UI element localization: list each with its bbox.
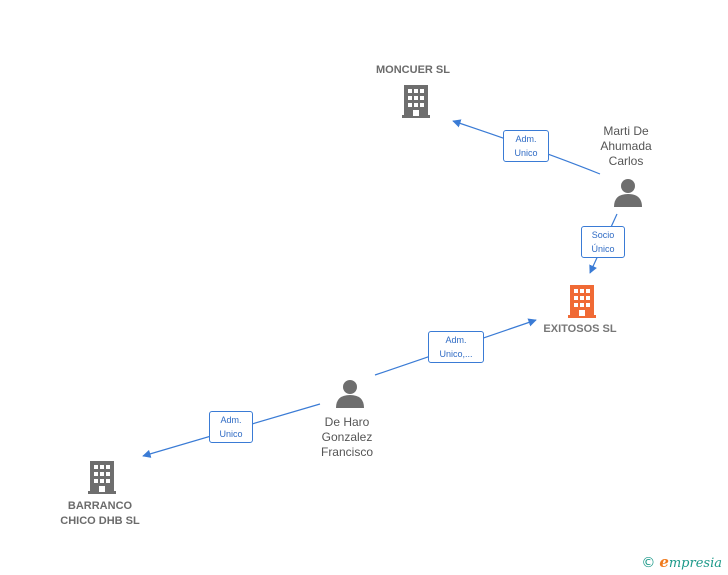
node-label-line: Ahumada [600,139,652,153]
brand-logo[interactable]: ©empresia [641,553,722,571]
brand-e: e [659,553,669,571]
edge-label-line: Único [591,244,615,254]
node-label-line: Marti De [603,124,649,138]
node-label-deharo: De Haro Gonzalez Francisco [297,415,397,460]
edge-label-deharo-barranco[interactable]: Adm. Unico [209,411,253,443]
edge-label-marti-moncuer[interactable]: Adm. Unico [503,130,549,162]
building-icon [402,85,430,118]
building-icon [88,461,116,494]
copyright-icon: © [641,555,656,571]
person-icon [614,179,642,207]
edge-label-marti-exitosos[interactable]: Socio Único [581,226,625,258]
edge-label-line: Socio [591,230,615,240]
person-icon [336,380,364,408]
node-label-line: De Haro [324,415,370,429]
node-label-line: CHICO DHB SL [60,515,140,527]
edge-label-line: Adm. [445,335,467,345]
edge-label-line: Unico,... [439,349,473,359]
node-label-marti: Marti De Ahumada Carlos [576,124,676,169]
node-label-line: Gonzalez [321,430,373,444]
node-label-moncuer: MONCUER SL [376,64,450,76]
node-label-line: Carlos [608,154,644,168]
brand-text: mpresia [668,556,722,571]
node-label-line: BARRANCO [67,500,133,512]
edge-label-line: Adm. [220,415,242,425]
edge-label-deharo-exitosos[interactable]: Adm. Unico,... [428,331,484,363]
node-label-exitosos: EXITOSOS SL [543,323,617,335]
edge-label-line: Unico [219,429,243,439]
edge-label-line: Unico [514,148,538,158]
node-label-line: Francisco [320,445,373,459]
building-icon [568,285,596,318]
edge-label-line: Adm. [515,134,537,144]
node-label-barranco: BARRANCO CHICO DHB SL [40,499,160,529]
